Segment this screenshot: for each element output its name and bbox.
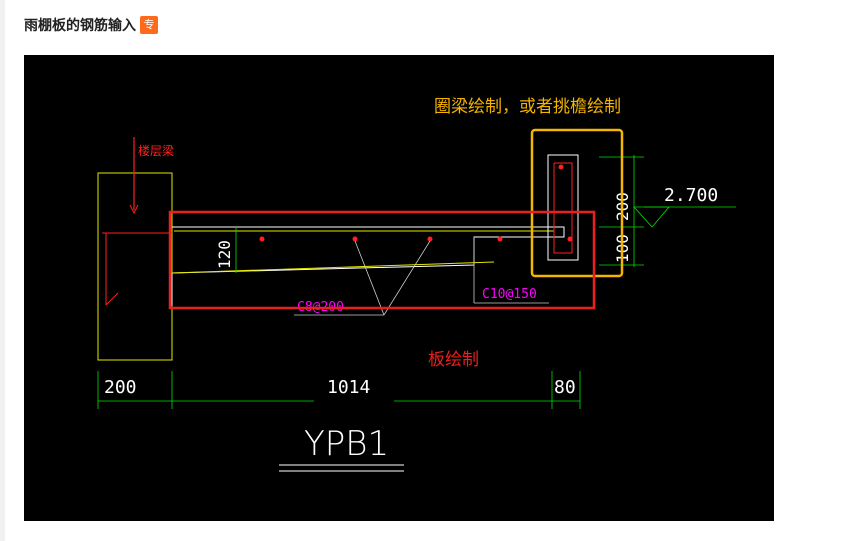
rebar-dot <box>558 164 564 170</box>
leader-line <box>354 240 385 316</box>
ring-beam-annotation: 圈梁绘制，或者挑檐绘制 <box>434 97 621 117</box>
dim-120: 120 <box>215 240 234 269</box>
elevation-label: 2.700 <box>664 185 718 206</box>
cad-drawing: 楼层梁 C8@200 C10@150 120 <box>24 55 774 521</box>
column-rebar-tick <box>105 292 119 306</box>
slab-bottom-line <box>171 261 495 274</box>
rebar-dot <box>259 236 265 242</box>
ring-beam-stirrup <box>553 162 573 254</box>
dim-1014: 1014 <box>327 377 370 398</box>
rebar-dot <box>352 236 358 242</box>
slab-annotation: 板绘制 <box>428 350 479 370</box>
elevation-triangle <box>633 206 670 228</box>
drawing-name: YPB1 <box>304 424 389 464</box>
rebar-dot <box>497 236 503 242</box>
cad-svg: 楼层梁 C8@200 C10@150 120 <box>97 97 736 472</box>
page-title: 雨棚板的钢筋输入 <box>24 18 136 34</box>
floor-beam-label: 楼层梁 <box>138 143 174 158</box>
ring-beam-annotation-box <box>530 128 624 278</box>
ring-beam <box>547 154 579 261</box>
dim-200-bottom: 200 <box>104 377 137 398</box>
zhuan-badge: 专 <box>140 16 158 34</box>
floor-beam-arrow <box>129 204 139 215</box>
left-column <box>97 172 173 361</box>
rebar-dot <box>427 236 433 242</box>
slab-annotation-box <box>168 210 596 310</box>
leader-line <box>383 240 431 316</box>
dim-80: 80 <box>554 377 576 398</box>
dim-1014-gap <box>314 393 394 407</box>
rebar-dot <box>567 236 573 242</box>
left-rail <box>0 0 5 541</box>
title-row: 雨棚板的钢筋输入 专 <box>24 14 158 36</box>
rebar-label-c10: C10@150 <box>482 287 537 302</box>
